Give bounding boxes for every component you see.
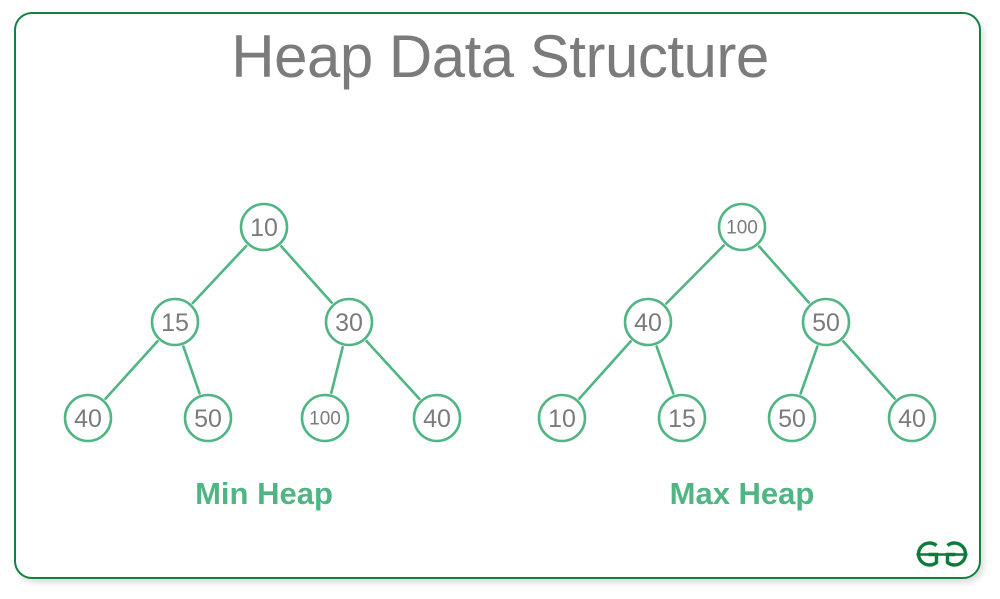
- node-circle: [887, 393, 937, 443]
- max-heap-label: Max Heap: [669, 476, 815, 511]
- node-value: 50: [194, 405, 222, 433]
- tree-node: 50: [801, 297, 851, 347]
- tree-edge: [842, 340, 896, 400]
- node-circle: [623, 297, 673, 347]
- node-value: 40: [898, 405, 926, 433]
- node-value: 15: [668, 405, 696, 433]
- node-value: 100: [726, 218, 758, 239]
- tree-node: 10: [239, 202, 289, 252]
- tree-node: 100: [717, 202, 767, 252]
- node-circle: [150, 297, 200, 347]
- page-title: Heap Data Structure: [231, 23, 769, 90]
- tree-node: 10: [537, 393, 587, 443]
- node-circle: [300, 393, 350, 443]
- tree-edge: [330, 345, 344, 395]
- node-circle: [63, 393, 113, 443]
- tree-node: 40: [887, 393, 937, 443]
- tree-node: 50: [767, 393, 817, 443]
- tree-min-heap: 10 15 30 40 50 100 40: [63, 202, 462, 443]
- node-circle: [657, 393, 707, 443]
- node-value: 10: [548, 405, 576, 433]
- node-circle: [412, 393, 462, 443]
- node-circle: [717, 202, 767, 252]
- tree-edge: [578, 340, 632, 400]
- node-value: 10: [250, 214, 278, 242]
- node-circle: [767, 393, 817, 443]
- tree-node: 50: [183, 393, 233, 443]
- geeksforgeeks-logo: [916, 541, 968, 567]
- card-frame: [14, 12, 981, 579]
- tree-node: 40: [63, 393, 113, 443]
- tree-max-heap: 100 40 50 10 15 50 40: [537, 202, 937, 443]
- tree-edge: [365, 339, 421, 401]
- node-value: 50: [778, 405, 806, 433]
- node-value: 40: [423, 405, 451, 433]
- tree-edge: [104, 339, 159, 401]
- tree-node: 40: [412, 393, 462, 443]
- tree-node: 100: [300, 393, 350, 443]
- tree-edge: [664, 244, 726, 305]
- node-value: 15: [161, 309, 189, 337]
- node-value: 40: [74, 405, 102, 433]
- node-circle: [801, 297, 851, 347]
- tree-edge: [191, 244, 248, 305]
- tree-node: 40: [623, 297, 673, 347]
- min-heap-label: Min Heap: [195, 476, 333, 511]
- tree-edge: [655, 345, 675, 395]
- node-circle: [183, 393, 233, 443]
- tree-node: 30: [324, 297, 374, 347]
- tree-edge: [280, 245, 333, 304]
- node-value: 50: [812, 309, 840, 337]
- node-value: 40: [634, 309, 662, 337]
- tree-node: 15: [657, 393, 707, 443]
- tree-edge: [182, 345, 201, 395]
- node-value: 100: [309, 409, 341, 430]
- node-circle: [537, 393, 587, 443]
- node-circle: [324, 297, 374, 347]
- tree-node: 15: [150, 297, 200, 347]
- node-circle: [239, 202, 289, 252]
- tree-edge: [799, 345, 819, 395]
- tree-edge: [757, 245, 811, 304]
- node-value: 30: [335, 309, 363, 337]
